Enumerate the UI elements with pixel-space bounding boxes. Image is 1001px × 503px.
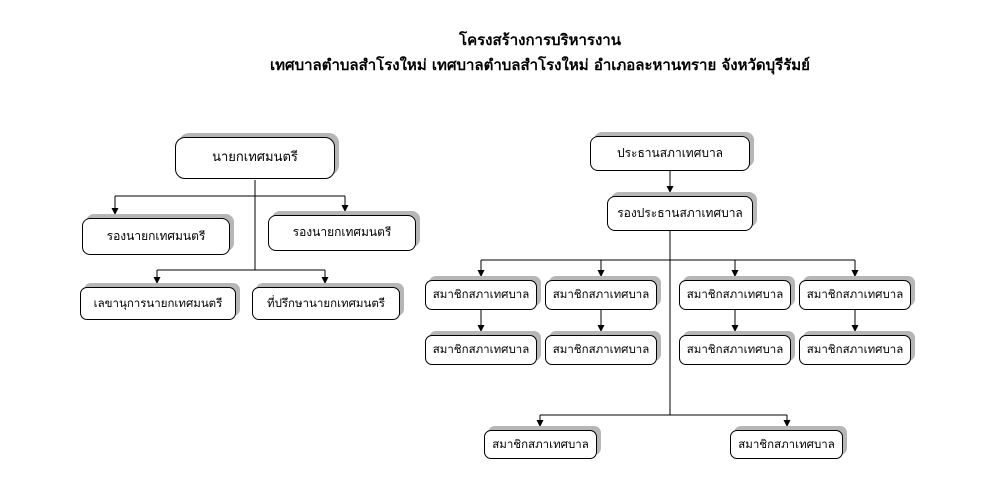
council-member-r1-2-box: สมาชิกสภาเทศบาล (545, 280, 657, 310)
deputy-mayor-2-box: รองนายกเทศมนตรี (268, 215, 416, 251)
council-chairman-box: ประธานสภาเทศบาล (590, 136, 750, 171)
council-member-r1-1-box: สมาชิกสภาเทศบาล (425, 280, 537, 310)
chart-title-line1: โครงสร้างการบริหารงาน (459, 31, 621, 49)
mayor-box: นายกเทศมนตรี (175, 137, 335, 179)
council-member-r1-3-box: สมาชิกสภาเทศบาล (679, 280, 791, 310)
chart-title: โครงสร้างการบริหารงาน เทศบาลตำบลสำโรงใหม… (90, 28, 990, 78)
deputy-mayor-1-box: รองนายกเทศมนตรี (82, 218, 230, 255)
mayor-secretary-box: เลขานุการนายกเทศมนตรี (80, 287, 236, 320)
chart-title-line2: เทศบาลตำบลสำโรงใหม่ เทศบาลตำบลสำโรงใหม่ … (270, 56, 810, 74)
council-member-r2-1-box: สมาชิกสภาเทศบาล (425, 335, 537, 365)
council-member-r3-1-box: สมาชิกสภาเทศบาล (484, 430, 597, 459)
council-member-r2-3-box: สมาชิกสภาเทศบาล (679, 335, 791, 365)
council-member-r1-4-box: สมาชิกสภาเทศบาล (799, 280, 911, 310)
council-member-r2-4-box: สมาชิกสภาเทศบาล (799, 335, 911, 365)
council-member-r2-2-box: สมาชิกสภาเทศบาล (545, 335, 657, 365)
council-member-r3-2-box: สมาชิกสภาเทศบาล (730, 430, 843, 459)
council-vice-chairman-box: รองประธานสภาเทศบาล (607, 196, 753, 231)
mayor-advisor-box: ที่ปรึกษานายกเทศมนตรี (252, 287, 400, 320)
